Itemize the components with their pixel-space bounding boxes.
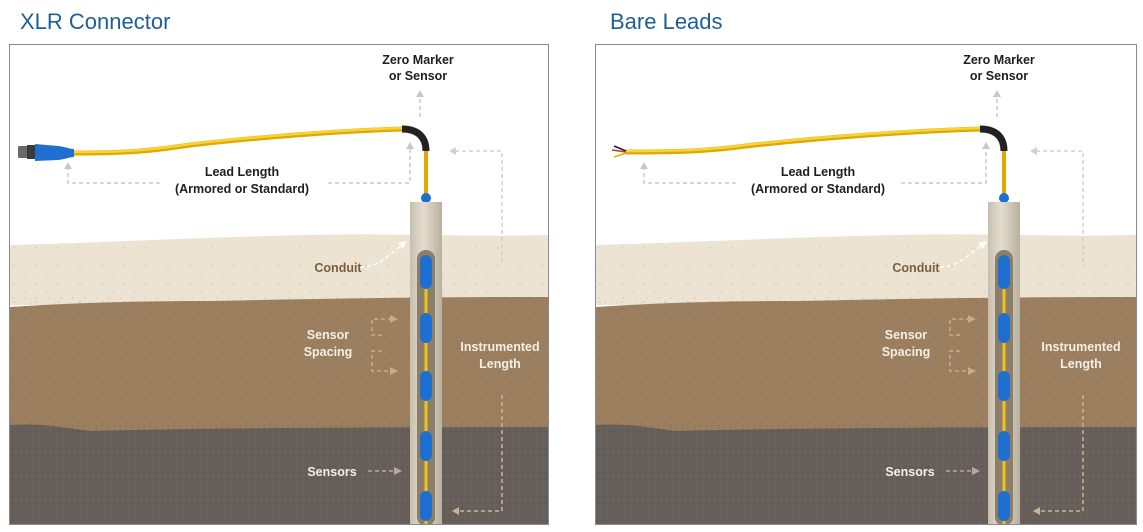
lead-length-arrows: [643, 147, 987, 184]
sensor: [420, 255, 432, 289]
label-conduit: Conduit: [314, 261, 362, 275]
conduit-arrow: [939, 244, 983, 268]
label-instrumented-1: Instrumented: [1041, 340, 1120, 354]
diagram-svg: Zero Marker or Sensor Lead Length (Armor…: [596, 53, 1136, 524]
label-zero-marker-1: Zero Marker: [963, 53, 1035, 67]
label-sensor-spacing-1: Sensor: [885, 328, 928, 342]
label-zero-marker-2: or Sensor: [970, 69, 1028, 83]
panel-title-xlr: XLR Connector: [20, 9, 171, 34]
label-sensors: Sensors: [885, 465, 934, 479]
lead-cable: [71, 126, 403, 156]
label-sensor-spacing-1: Sensor: [307, 328, 350, 342]
sensor: [998, 313, 1010, 343]
sensor: [420, 491, 432, 521]
label-lead-length-2: (Armored or Standard): [175, 182, 309, 196]
diagram-panel-xlr: Zero Marker or Sensor Lead Length (Armor…: [9, 44, 549, 525]
zero-sensor: [421, 193, 431, 203]
label-sensor-spacing-2: Spacing: [882, 345, 931, 359]
label-zero-marker-2: or Sensor: [389, 69, 447, 83]
label-zero-marker-1: Zero Marker: [382, 53, 454, 67]
diagram-panel-bare-leads: Zero Marker or Sensor Lead Length (Armor…: [595, 44, 1137, 525]
sensor-spacing-arrows: [371, 318, 390, 372]
label-lead-length-1: Lead Length: [205, 165, 279, 179]
lead-cable: [625, 126, 981, 155]
label-instrumented-2: Length: [479, 357, 521, 371]
label-sensor-spacing-2: Spacing: [304, 345, 353, 359]
sensors-group: [420, 255, 432, 521]
bend-boot: [979, 125, 1008, 152]
sensor: [420, 371, 432, 401]
panel-title-bare-leads: Bare Leads: [610, 9, 723, 34]
label-conduit: Conduit: [892, 261, 940, 275]
sensors-group: [998, 255, 1010, 521]
xlr-connector-icon: [18, 144, 74, 161]
sensor: [998, 371, 1010, 401]
sensor: [420, 431, 432, 461]
bare-leads-icon: [611, 145, 627, 158]
diagram-svg: Zero Marker or Sensor Lead Length (Armor…: [10, 53, 548, 524]
conduit-arrow: [359, 244, 403, 268]
label-sensors: Sensors: [307, 465, 356, 479]
instrumented-length-arrows: [455, 150, 503, 512]
label-lead-length-2: (Armored or Standard): [751, 182, 885, 196]
instrumented-length-arrows: [1036, 150, 1084, 512]
label-lead-length-1: Lead Length: [781, 165, 855, 179]
bend-boot: [401, 125, 430, 152]
label-instrumented-1: Instrumented: [460, 340, 539, 354]
lead-length-arrows: [67, 147, 411, 184]
zero-sensor: [999, 193, 1009, 203]
sensor: [998, 431, 1010, 461]
sensor: [998, 491, 1010, 521]
label-instrumented-2: Length: [1060, 357, 1102, 371]
sensor-spacing-arrows: [949, 318, 968, 372]
sensor: [420, 313, 432, 343]
sensor: [998, 255, 1010, 289]
